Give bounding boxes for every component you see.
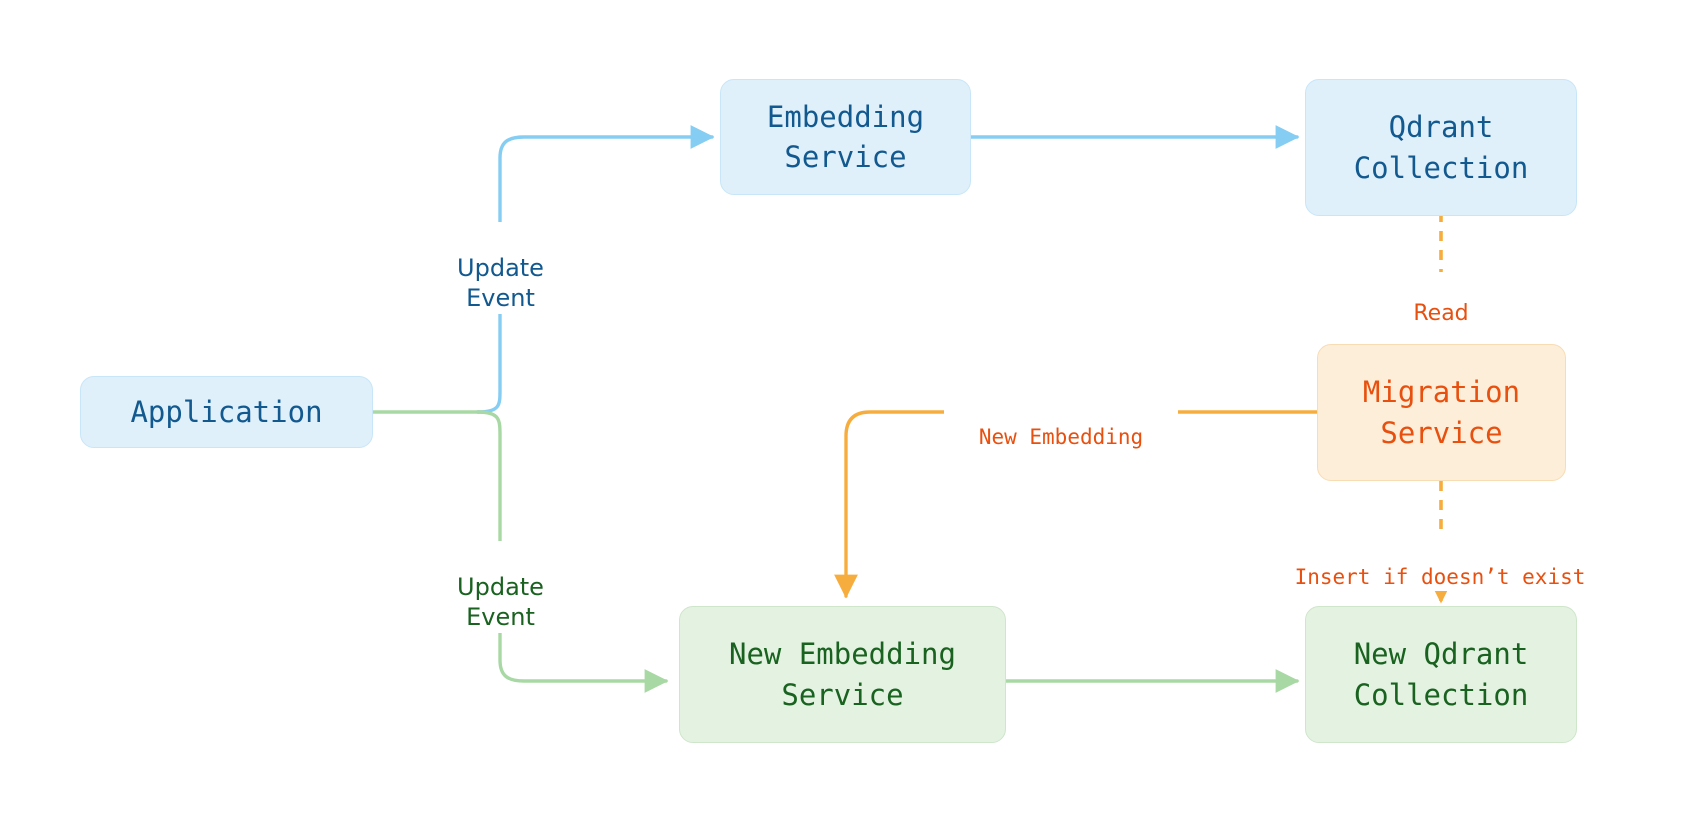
edge-label-update-event-bottom-text: Update Event [457,572,544,632]
node-migration-service[interactable]: Migration Service [1317,344,1566,481]
edge-migration-service-to-new-embedding-service [834,410,1319,599]
edge-application-to-new-embedding-service [476,410,669,693]
node-new-qdrant-collection[interactable]: New Qdrant Collection [1305,606,1577,743]
node-application-label: Application [130,394,323,429]
node-migration-service-label: Migration Service [1362,375,1521,450]
node-new-embedding-service[interactable]: New Embedding Service [679,606,1006,743]
edge-label-read-text: Read [1413,300,1469,326]
node-qdrant-collection[interactable]: Qdrant Collection [1305,79,1577,216]
edge-application-to-embedding-service [476,125,715,414]
edge-label-new-embedding-text: New Embedding [978,425,1144,450]
node-new-qdrant-collection-label: New Qdrant Collection [1353,637,1529,712]
node-embedding-service[interactable]: Embedding Service [720,79,971,195]
edge-label-update-event-top: Update Event [418,222,583,315]
edge-label-insert-if-not-exists: Insert if doesn’t exist [1270,538,1610,591]
edge-label-update-event-bottom: Update Event [418,541,583,634]
node-application[interactable]: Application [80,376,373,448]
node-embedding-service-label: Embedding Service [766,99,925,174]
edge-label-new-embedding: New Embedding [944,398,1178,451]
node-qdrant-collection-label: Qdrant Collection [1353,110,1529,185]
edge-label-update-event-top-text: Update Event [457,253,544,313]
edge-label-read: Read [1397,272,1485,327]
edge-label-insert-if-not-exists-text: Insert if doesn’t exist [1294,565,1586,590]
node-new-embedding-service-label: New Embedding Service [729,637,956,712]
